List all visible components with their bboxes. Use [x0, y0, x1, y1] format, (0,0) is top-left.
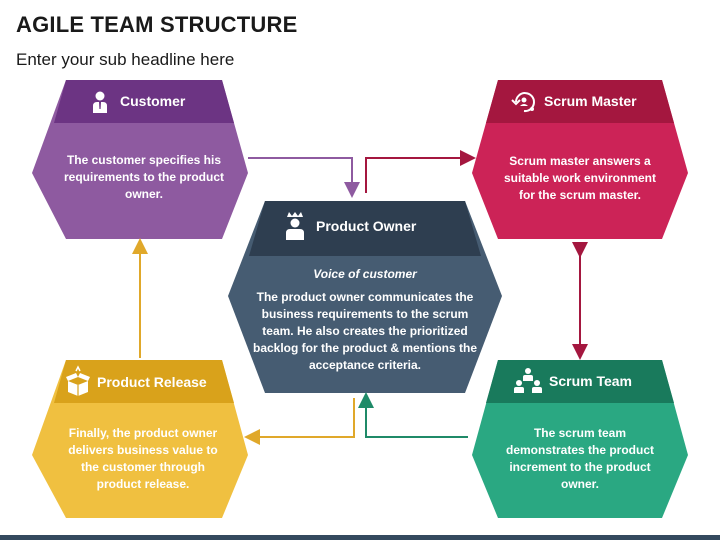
customer-title: Customer	[120, 93, 186, 109]
connector-customer-to-po	[248, 157, 360, 198]
product-release-title: Product Release	[97, 374, 207, 390]
connector-po-to-release	[244, 398, 355, 445]
product-release-hexagon	[32, 360, 248, 518]
open-box-icon	[66, 365, 90, 396]
customer-hexagon	[32, 80, 248, 239]
connector-st-to-po	[358, 392, 468, 438]
page-subtitle: Enter your sub headline here	[16, 50, 235, 69]
team-icon	[514, 368, 542, 393]
scrum-master-description: Scrum master answers a suitable work env…	[503, 154, 657, 202]
scrum-team-description: The scrum team demonstrates the product …	[505, 426, 655, 491]
scrum-master-hexagon	[472, 80, 688, 239]
person-icon	[93, 91, 107, 113]
product-owner-hexagon	[228, 201, 502, 393]
product-owner-description: The product owner communicates the busin…	[252, 290, 477, 372]
customer-description: The customer specifies his requirements …	[63, 153, 224, 201]
crowned-person-icon	[286, 212, 304, 240]
scrum-cycle-icon	[511, 92, 535, 113]
connector-po-to-scrum-master	[365, 150, 476, 193]
product-release-description: Finally, the product owner delivers busi…	[68, 426, 218, 491]
page-title: AGILE TEAM STRUCTURE	[16, 12, 298, 37]
scrum-master-title: Scrum Master	[544, 93, 637, 109]
product-owner-subtitle: Voice of customer	[313, 267, 417, 281]
footer-bar	[0, 535, 720, 540]
product-owner-title: Product Owner	[316, 218, 417, 234]
scrum-team-title: Scrum Team	[549, 373, 632, 389]
